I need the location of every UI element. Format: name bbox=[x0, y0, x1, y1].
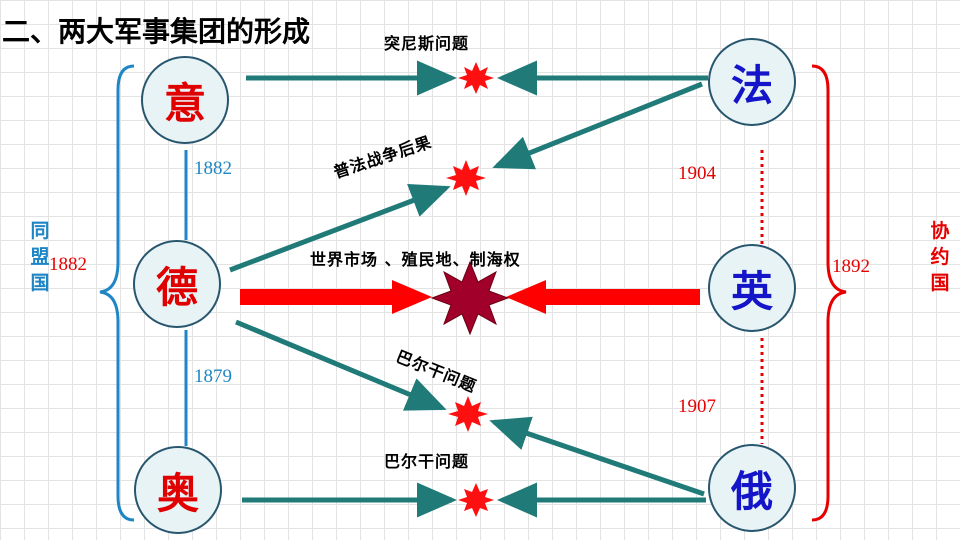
germany-world-market-arrow bbox=[240, 280, 432, 314]
burst-balkan-lower bbox=[458, 483, 494, 517]
node-austria: 奥 bbox=[134, 446, 222, 534]
russia-balkan-upper-arrow bbox=[489, 416, 705, 497]
burst-franco-prussian bbox=[446, 160, 486, 196]
node-france: 法 bbox=[708, 38, 796, 126]
conflict-label-balkan-lower: 巴尔干问题 bbox=[384, 452, 470, 471]
node-russia: 俄 bbox=[708, 444, 796, 532]
burst-world-market bbox=[430, 260, 510, 336]
year-britain-france: 1904 bbox=[678, 163, 716, 184]
burst-balkan-upper bbox=[448, 396, 488, 432]
france-franco-prussian-arrow bbox=[492, 81, 703, 170]
node-britain: 英 bbox=[708, 244, 796, 332]
year-triple-alliance: 1882 bbox=[49, 254, 87, 275]
central-powers-brace bbox=[99, 64, 135, 522]
node-germany: 德 bbox=[133, 240, 221, 328]
page-title: 二、两大军事集团的形成 bbox=[2, 15, 311, 48]
germany-franco-prussian-arrow bbox=[229, 184, 451, 273]
year-britain-russia: 1907 bbox=[678, 396, 716, 417]
conflict-label-morocco: 突尼斯问题 bbox=[384, 34, 470, 53]
entente-brace bbox=[811, 64, 847, 522]
central-powers-label: 同盟国 bbox=[30, 220, 50, 294]
year-germany-austria: 1879 bbox=[194, 366, 232, 387]
entente-label: 协约国 bbox=[930, 220, 950, 294]
britain-world-market-arrow bbox=[506, 280, 700, 314]
conflict-label-world-market: 世界市场 、殖民地、制海权 bbox=[310, 250, 521, 269]
node-italy: 意 bbox=[141, 56, 229, 144]
burst-morocco bbox=[458, 62, 494, 94]
germany-balkan-arrow bbox=[235, 319, 447, 411]
year-germany-italy: 1882 bbox=[194, 158, 232, 179]
year-france-russia: 1892 bbox=[832, 256, 870, 277]
